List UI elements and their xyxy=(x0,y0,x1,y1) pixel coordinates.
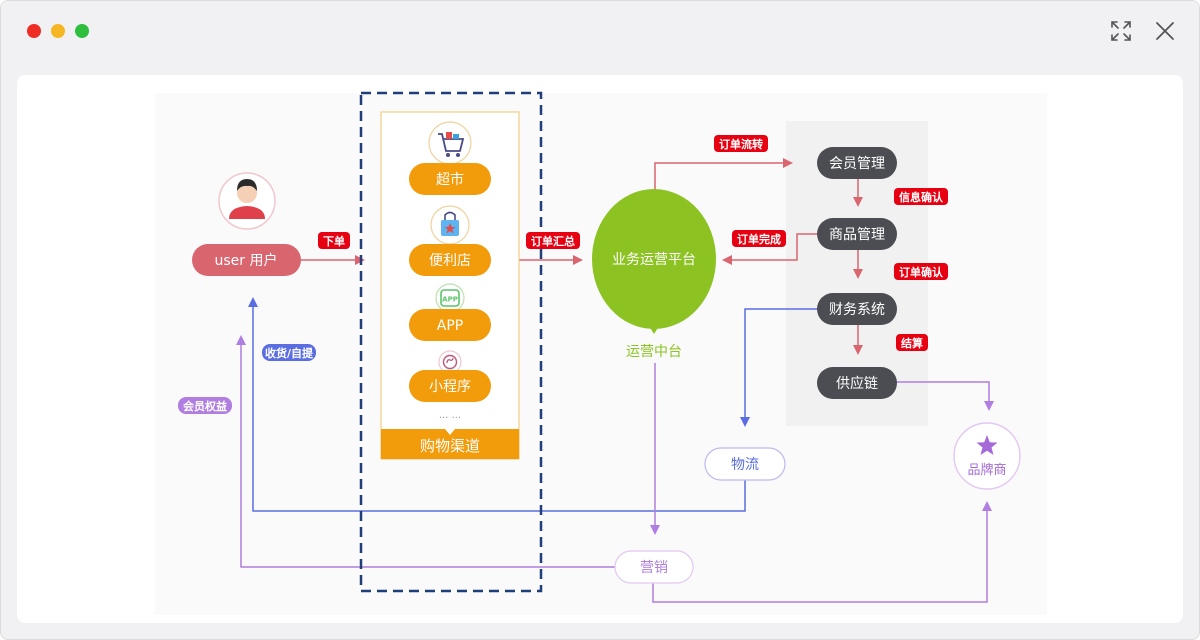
channel-item-label: APP xyxy=(437,318,463,334)
platform-label: 业务运营平台 xyxy=(612,252,696,268)
edge-marketing-user xyxy=(236,335,615,568)
system-supply-chain[interactable]: 供应链 xyxy=(817,367,897,399)
svg-text:APP: APP xyxy=(442,296,458,304)
svg-text:订单汇总: 订单汇总 xyxy=(531,234,575,248)
edge-logistics-user xyxy=(248,297,746,512)
logistics-node[interactable]: 物流 xyxy=(704,447,786,481)
tag-huizong: 订单汇总 xyxy=(526,232,580,249)
close-window-button[interactable] xyxy=(27,24,41,38)
shopping-cart-icon xyxy=(438,132,465,157)
tag-jiesuan: 结算 xyxy=(896,334,928,351)
svg-text:订单完成: 订单完成 xyxy=(737,232,781,246)
channel-item-convenience-store[interactable]: 便利店 xyxy=(409,205,491,276)
user-label: user 用户 xyxy=(215,252,278,269)
brand-label: 品牌商 xyxy=(967,462,1006,478)
channel-panel: 购物渠道 超市 xyxy=(380,111,520,460)
svg-text:结算: 结算 xyxy=(900,336,923,350)
star-icon xyxy=(976,435,998,455)
fullscreen-icon[interactable] xyxy=(1109,19,1133,43)
marketing-label: 营销 xyxy=(640,560,668,576)
edge-supply-brand xyxy=(897,381,994,411)
channel-item-label: 便利店 xyxy=(429,253,471,269)
svg-text:信息确认: 信息确认 xyxy=(899,190,944,204)
svg-text:下单: 下单 xyxy=(323,234,345,248)
channel-item-label: 超市 xyxy=(436,171,464,188)
system-label: 商品管理 xyxy=(829,227,885,243)
tag-wancheng: 订单完成 xyxy=(732,230,786,247)
svg-text:收货/自提: 收货/自提 xyxy=(265,346,314,360)
tag-xinxi: 信息确认 xyxy=(894,188,948,205)
maximize-window-button[interactable] xyxy=(75,24,89,38)
close-icon[interactable] xyxy=(1153,19,1177,43)
app-icon: APP xyxy=(440,289,460,307)
brand-node[interactable]: 品牌商 xyxy=(953,422,1021,490)
marketing-node[interactable]: 营销 xyxy=(614,550,694,584)
channel-item-supermarket[interactable]: 超市 xyxy=(409,121,491,195)
minimize-window-button[interactable] xyxy=(51,24,65,38)
edge-marketing-brand xyxy=(652,501,992,603)
edge-platform-member xyxy=(654,158,793,193)
user-node[interactable]: user 用户 xyxy=(192,172,301,276)
system-label: 会员管理 xyxy=(829,156,885,172)
logistics-label: 物流 xyxy=(731,457,759,473)
system-label: 财务系统 xyxy=(829,302,885,318)
platform-caption: 运营中台 xyxy=(626,344,682,360)
system-product[interactable]: 商品管理 xyxy=(817,218,897,250)
platform-node[interactable]: 业务运营平台 xyxy=(592,189,716,334)
title-bar xyxy=(1,1,1199,61)
svg-text:订单流转: 订单流转 xyxy=(719,137,763,151)
channel-item-label: 小程序 xyxy=(429,379,471,395)
svg-text:订单确认: 订单确认 xyxy=(899,265,944,279)
system-label: 供应链 xyxy=(836,375,878,392)
svg-text:会员权益: 会员权益 xyxy=(183,399,227,413)
channel-more: ... ... xyxy=(439,410,461,421)
tag-shouhuo: 收货/自提 xyxy=(262,344,316,361)
system-member[interactable]: 会员管理 xyxy=(817,147,897,179)
system-finance[interactable]: 财务系统 xyxy=(817,293,897,325)
channel-title: 购物渠道 xyxy=(420,437,480,455)
tag-xiadan: 下单 xyxy=(318,232,350,249)
edge-finance-logistics xyxy=(740,308,818,427)
tag-dingdan-queren: 订单确认 xyxy=(894,263,948,280)
highlight-dashed-box xyxy=(359,91,543,593)
shopping-bag-icon xyxy=(441,211,459,236)
tag-quanyi: 会员权益 xyxy=(178,397,232,414)
mini-program-icon xyxy=(442,354,458,370)
tag-liuzhuan: 订单流转 xyxy=(714,135,768,152)
channel-item-mini-program[interactable]: 小程序 xyxy=(409,350,491,402)
edge-product-platform xyxy=(722,233,818,265)
channel-item-app[interactable]: APP APP xyxy=(409,283,491,341)
user-avatar-icon xyxy=(229,179,265,219)
